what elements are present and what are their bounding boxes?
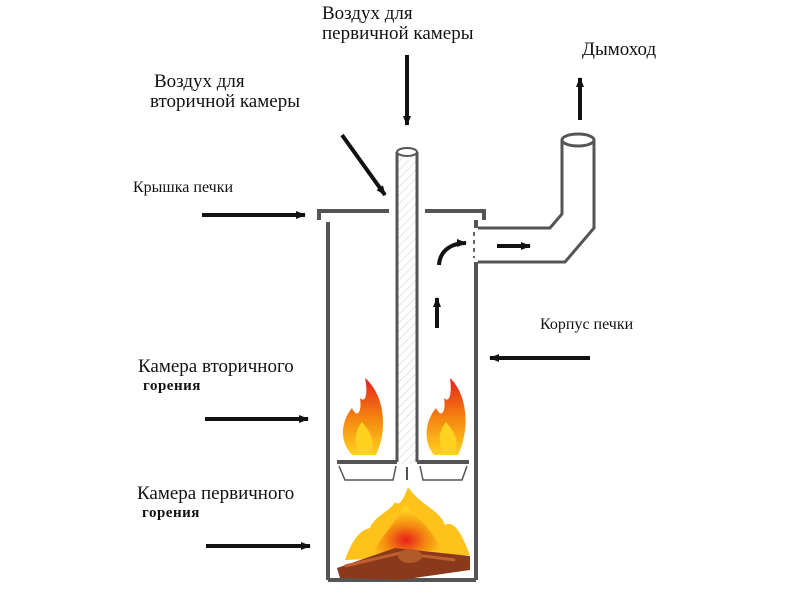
- label-secondary-chamber: Камера вторичного горения: [138, 357, 294, 395]
- arrow-gas-turn: [437, 239, 467, 266]
- label-primary-chamber: Камера первичного горения: [137, 484, 294, 522]
- label-lid: Крышка печки: [133, 179, 234, 196]
- label-secondary-air-line1: Воздух для: [154, 71, 245, 92]
- flame-secondary-left: [342, 378, 384, 455]
- label-secondary-chamber-line2: горения: [143, 377, 201, 394]
- lid-left: [317, 209, 389, 220]
- chimney-pipe: [478, 132, 596, 264]
- lid-right: [425, 209, 486, 220]
- label-primary-air-line2: первичной камеры: [322, 22, 474, 44]
- label-secondary-chamber-line1: Камера вторичного: [138, 356, 294, 377]
- secondary-grate: [337, 460, 469, 481]
- primary-air-pipe: [395, 147, 419, 464]
- label-chimney: Дымоход: [582, 39, 657, 60]
- stove-body: [317, 209, 486, 582]
- arrow-secondary-air: [340, 133, 387, 197]
- arrows: [202, 55, 590, 550]
- label-primary-air: Воздух для первичной камеры: [322, 4, 473, 44]
- label-body: Корпус печки: [540, 316, 634, 333]
- label-primary-chamber-line2: горения: [142, 504, 200, 521]
- label-secondary-air-line2: вторичной камеры: [150, 90, 300, 112]
- label-primary-chamber-line1: Камера первичного: [137, 483, 295, 504]
- firewood: [337, 548, 470, 580]
- primary-fire: [345, 487, 470, 560]
- label-primary-air-line1: Воздух для: [322, 3, 413, 24]
- flame-secondary-right: [426, 378, 466, 455]
- label-secondary-air: Воздух для вторичной камеры: [150, 72, 300, 112]
